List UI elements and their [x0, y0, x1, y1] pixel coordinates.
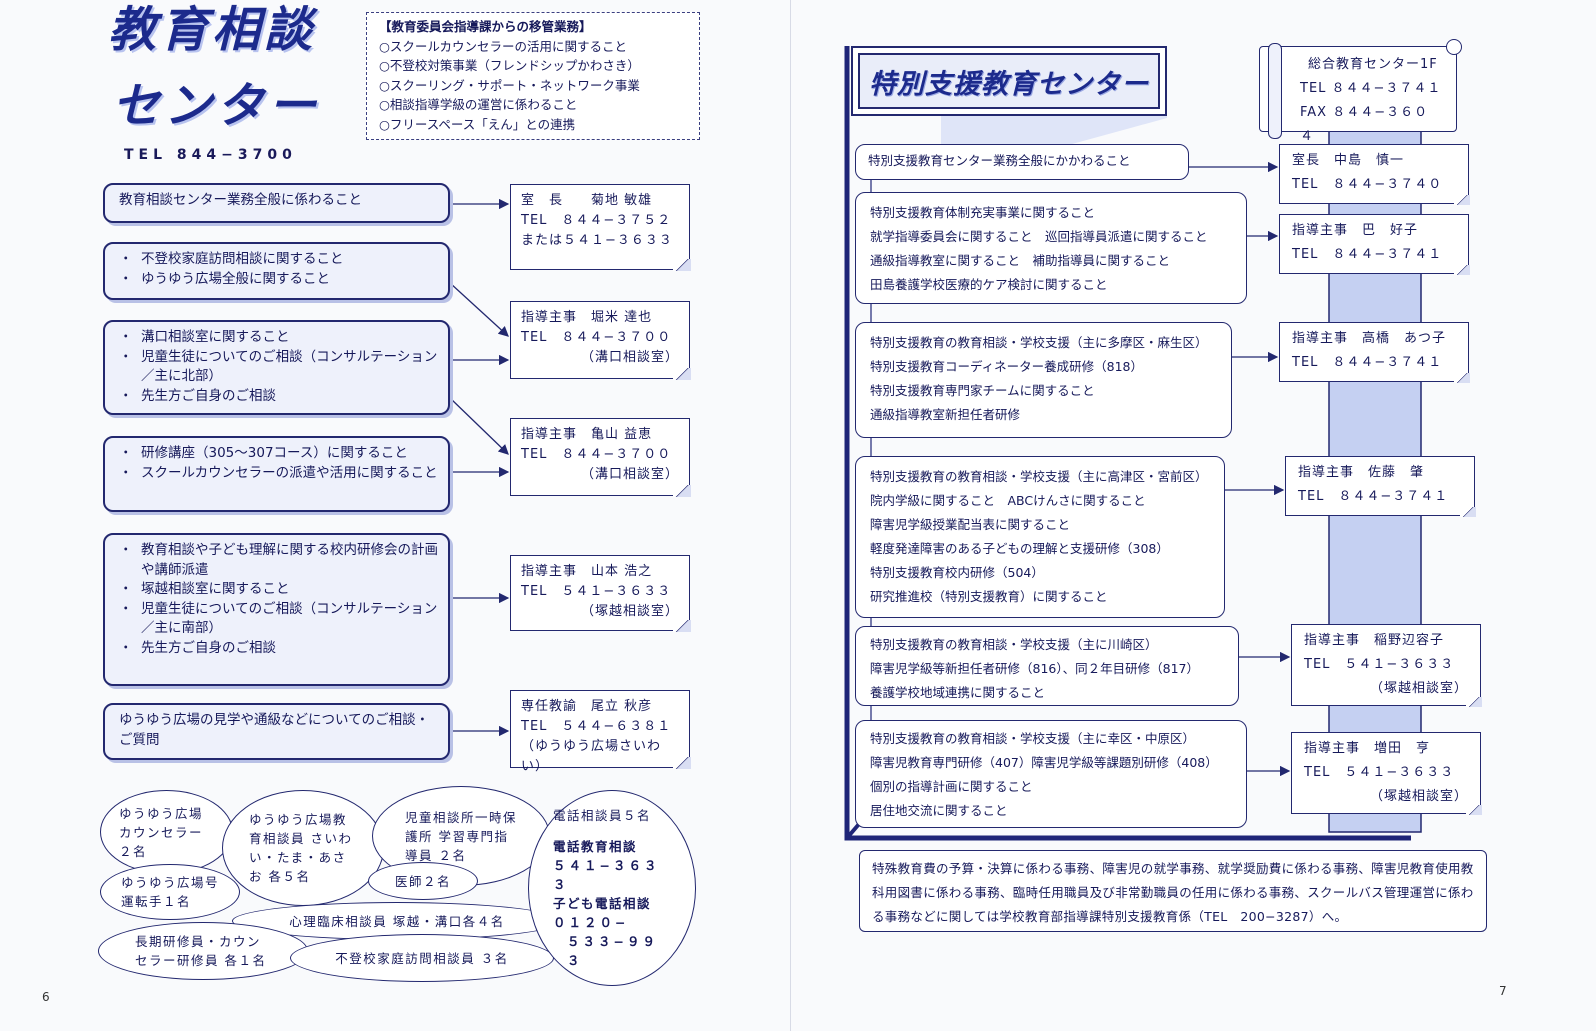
staff-ellipse-counselor: ゆうゆう広場カウンセラー２名: [100, 790, 233, 874]
contact-tel: TEL ５４１−３６３３: [521, 584, 672, 599]
transfer-item: ○相談指導学級の運営に係わること: [379, 97, 578, 112]
scroll-fax: FAX ８４４−３６０４: [1300, 105, 1429, 144]
staff-ellipse-trainees: 長期研修員・カウンセラー研修員 各１名: [98, 922, 308, 980]
page-number: 6: [42, 990, 50, 1004]
duty-item: ゆうゆう広場全般に関すること: [119, 270, 438, 290]
right-page: 特別支援教育センター 総合教育センター1F TEL ８４４−３７４１ FAX ８…: [790, 0, 1596, 1031]
sp-duty-general: 特別支援教育センター業務全般にかかわること: [855, 144, 1189, 180]
transfer-item: ○スクーリング・サポート・ネットワーク事業: [379, 77, 640, 93]
sp-contact-inanobe: 指導主事 稲野辺容子 TEL ５４１−３６３３ （塚越相談室）: [1291, 624, 1482, 707]
transfer-heading: 【教育委員会指導課からの移管業務】: [379, 19, 592, 34]
sp-contact-masuda: 指導主事 増田 亨 TEL ５４１−３６３３ （塚越相談室）: [1291, 732, 1482, 815]
contact-location: （溝口相談室）: [580, 350, 679, 365]
duty-item: 溝口相談室に関すること: [119, 328, 438, 348]
left-connectors: [449, 198, 510, 737]
contact-name: 指導主事 堀米 達也: [521, 310, 653, 325]
staff-ellipse-phone: 電話相談員５名 電話教育相談 ５４１−３６３３ 子ども電話相談 ０１２０− ５３…: [528, 790, 696, 986]
contact-name: 指導主事 亀山 益恵: [521, 427, 653, 442]
phone-staff: 電話相談員５名: [553, 808, 652, 823]
duty-box-home-visit: 不登校家庭訪問相談に関すること ゆうゆう広場全般に関すること: [103, 242, 450, 300]
phone-child-number-2: ５３３−９９３: [567, 934, 658, 968]
staff-ellipse-home-visit: 不登校家庭訪問相談員 ３名: [290, 934, 554, 982]
contact-box-kikuchi: 室 長 菊地 敏雄 TEL ８４４−３７５２ または５４１−３６３３: [510, 184, 691, 271]
duty-box-mizonokuchi: 溝口相談室に関すること 児童生徒についてのご相談（コンサルテーション／主に北部）…: [103, 320, 450, 415]
contact-tel: TEL ５４４−６３８１: [521, 719, 672, 734]
location-scroll: 総合教育センター1F TEL ８４４−３７４１ FAX ８４４−３６０４: [1259, 39, 1462, 144]
staff-ellipse-doctor: 医師２名: [368, 862, 478, 900]
duty-item: 児童生徒についてのご相談（コンサルテーション／主に南部）: [119, 600, 438, 639]
duty-item: スクールカウンセラーの派遣や活用に関すること: [119, 464, 438, 484]
contact-name: 室 長 菊地 敏雄: [521, 193, 653, 208]
duty-box-general: 教育相談センター業務全般に係わること: [103, 183, 450, 223]
page-title-line2: センター: [112, 78, 321, 134]
scroll-tel: TEL ８４４−３７４１: [1300, 81, 1442, 96]
page-title-line1: 教育相談: [108, 2, 317, 58]
duty-text: ゆうゆう広場の見学や通級などについてのご相談・ご質問: [119, 712, 430, 748]
duty-box-yuyu: ゆうゆう広場の見学や通級などについてのご相談・ご質問: [103, 703, 450, 760]
sp-duty-kawasaki: 特別支援教育の教育相談・学校支援（主に川崎区） 障害児学級等新担任者研修（816…: [855, 626, 1239, 706]
right-page-title: 特別支援教育センター: [869, 69, 1149, 100]
contact-tel: TEL ８４４−３７００: [521, 447, 672, 462]
duty-item: 不登校家庭訪問相談に関すること: [119, 250, 438, 270]
scroll-roll-left: [1268, 43, 1282, 139]
phone-child-number-1: ０１２０−: [553, 915, 629, 930]
sp-duty-saiwai-nakahara: 特別支援教育の教育相談・学校支援（主に幸区・中原区） 障害児教育専門研修（407…: [855, 720, 1247, 828]
contact-name: 指導主事 山本 浩之: [521, 564, 653, 579]
sp-contact-sato: 指導主事 佐藤 肇 TEL ８４４−３７４１: [1285, 456, 1476, 517]
center-tel: TEL 844−3700: [124, 147, 297, 163]
page-number: 7: [1499, 984, 1507, 998]
contact-tel: TEL ８４４−３７００: [521, 330, 672, 345]
transfer-duties-box: 【教育委員会指導課からの移管業務】 ○スクールカウンセラーの活用に関すること ○…: [366, 12, 700, 140]
duty-text: 教育相談センター業務全般に係わること: [119, 192, 362, 208]
contact-location: （ゆうゆう広場さいわい）: [521, 739, 662, 774]
staff-ellipse-yuyu-advisors: ゆうゆう広場教育相談員 さいわい・たま・あさお 各５名: [222, 790, 384, 906]
staff-ellipse-driver: ゆうゆう広場号運転手１名: [100, 864, 240, 920]
duty-item: 先生方ご自身のご相談: [119, 639, 438, 659]
transfer-item: ○不登校対策事業（フレンドシップかわさき）: [379, 58, 640, 73]
sp-contact-takahashi: 指導主事 高橋 あつ子 TEL ８４４−３７４１: [1279, 322, 1470, 383]
sp-duty-system: 特別支援教育体制充実事業に関すること 就学指導委員会に関すること 巡回指導員派遣…: [855, 192, 1247, 304]
contact-box-kameyama: 指導主事 亀山 益恵 TEL ８４４−３７００ （溝口相談室）: [510, 418, 691, 497]
phone-edu-number: ５４１−３６３３: [553, 858, 660, 892]
scroll-roll-right: [1446, 39, 1462, 55]
left-page: 教育相談 センター TEL 844−3700 【教育委員会指導課からの移管業務】…: [0, 0, 790, 1031]
contact-tel-alt: または５４１−３６３３: [521, 233, 673, 248]
contact-location: （溝口相談室）: [580, 467, 679, 482]
contact-box-horigome: 指導主事 堀米 達也 TEL ８４４−３７００ （溝口相談室）: [510, 301, 691, 380]
scroll-location: 総合教育センター1F: [1308, 57, 1438, 72]
duty-box-tsukagoshi: 教育相談や子ども理解に関する校内研修会の計画や講師派遣 塚越相談室に関すること …: [103, 533, 450, 686]
title-plaque: 特別支援教育センター: [851, 46, 1167, 116]
contact-box-odate: 専任教諭 尾立 秋彦 TEL ５４４−６３８１ （ゆうゆう広場さいわい）: [510, 690, 691, 774]
phone-child-label: 子ども電話相談: [553, 896, 652, 911]
sp-duty-tama-asao: 特別支援教育の教育相談・学校支援（主に多摩区・麻生区） 特別支援教育コーディネー…: [855, 322, 1232, 438]
duty-item: 研修講座（305〜307コース）に関すること: [119, 444, 438, 464]
contact-box-yamamoto: 指導主事 山本 浩之 TEL ５４１−３６３３ （塚越相談室）: [510, 555, 691, 632]
duty-item: 先生方ご自身のご相談: [119, 387, 438, 407]
duty-item: 教育相談や子ども理解に関する校内研修会の計画や講師派遣: [119, 541, 438, 580]
contact-name: 専任教諭 尾立 秋彦: [521, 699, 653, 714]
duty-item: 塚越相談室に関すること: [119, 580, 438, 600]
contact-location: （塚越相談室）: [580, 604, 679, 619]
transfer-item: ○フリースペース「えん」との連携: [379, 116, 576, 132]
contact-tel: TEL ８４４−３７５２: [521, 213, 672, 228]
admin-note: 特殊教育費の予算・決算に係わる事務、障害児の就学事務、就学奨励費に係わる事務、障…: [859, 850, 1487, 932]
duty-box-training: 研修講座（305〜307コース）に関すること スクールカウンセラーの派遣や活用に…: [103, 436, 450, 512]
transfer-item: ○スクールカウンセラーの活用に関すること: [379, 38, 628, 54]
sp-contact-tomoe: 指導主事 巴 好子 TEL ８４４−３７４１: [1279, 214, 1470, 275]
sp-contact-nakajima: 室長 中島 慎一 TEL ８４４−３７４０: [1279, 144, 1470, 205]
phone-edu-label: 電話教育相談: [553, 839, 638, 854]
sp-duty-takatsu-miyamae: 特別支援教育の教育相談・学校支援（主に高津区・宮前区） 院内学級に関すること A…: [855, 456, 1225, 618]
duty-item: 児童生徒についてのご相談（コンサルテーション／主に北部）: [119, 348, 438, 387]
